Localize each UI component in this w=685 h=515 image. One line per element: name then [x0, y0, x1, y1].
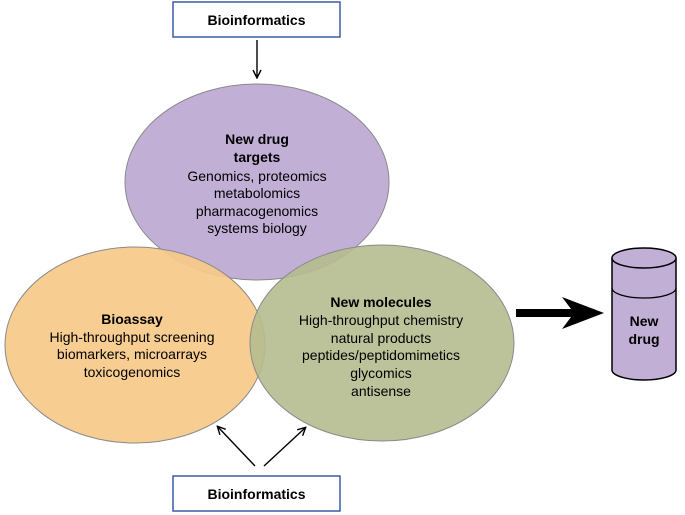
new-drug-cylinder: New drug	[611, 247, 677, 381]
targets-title-line: New drug	[225, 131, 289, 147]
bioassay-body-line: biomarkers, microarrays	[57, 346, 207, 362]
bottom-arrow-right	[263, 428, 305, 467]
targets-body-line: Genomics, proteomics	[187, 168, 326, 184]
molecules-ellipse	[249, 244, 515, 442]
molecules-text: New molecules High-throughput chemistry …	[299, 294, 463, 399]
targets-body-line: metabolomics	[214, 185, 300, 201]
top-box-label: Bioinformatics	[207, 12, 305, 28]
molecules-body-line: natural products	[331, 330, 431, 346]
targets-title-line: targets	[234, 149, 281, 165]
molecules-body-line: peptides/peptidomimetics	[302, 347, 460, 363]
bioassay-text: Bioassay High-throughput screening bioma…	[50, 311, 215, 380]
bioassay-title: Bioassay	[101, 311, 163, 327]
molecules-body-line: antisense	[351, 383, 411, 399]
bottom-box-label: Bioinformatics	[207, 486, 305, 502]
bottom-arrow-left	[218, 427, 256, 467]
bioassay-body-line: High-throughput screening	[50, 329, 215, 345]
molecules-body-line: glycomics	[350, 365, 411, 381]
bottom-bioinformatics-box: Bioinformatics	[172, 475, 341, 512]
top-box-frame	[172, 1, 341, 38]
targets-text: New drug targets Genomics, proteomics me…	[187, 131, 326, 236]
molecules-body-line: High-throughput chemistry	[299, 312, 463, 328]
bioassay-body-line: toxicogenomics	[84, 364, 181, 380]
targets-body-line: pharmacogenomics	[196, 203, 318, 219]
cylinder-top	[611, 247, 677, 269]
cylinder-band	[611, 287, 677, 299]
big-right-arrow	[516, 297, 604, 329]
new-drug-line: drug	[628, 331, 659, 347]
bioassay-ellipse	[4, 246, 266, 444]
targets-body-line: systems biology	[207, 220, 307, 236]
targets-ellipse	[124, 83, 390, 281]
molecules-title: New molecules	[330, 294, 431, 310]
bottom-box-frame	[172, 475, 341, 512]
cylinder-body	[611, 258, 677, 381]
top-bioinformatics-box: Bioinformatics	[172, 1, 341, 38]
new-drug-line: New	[630, 313, 659, 329]
